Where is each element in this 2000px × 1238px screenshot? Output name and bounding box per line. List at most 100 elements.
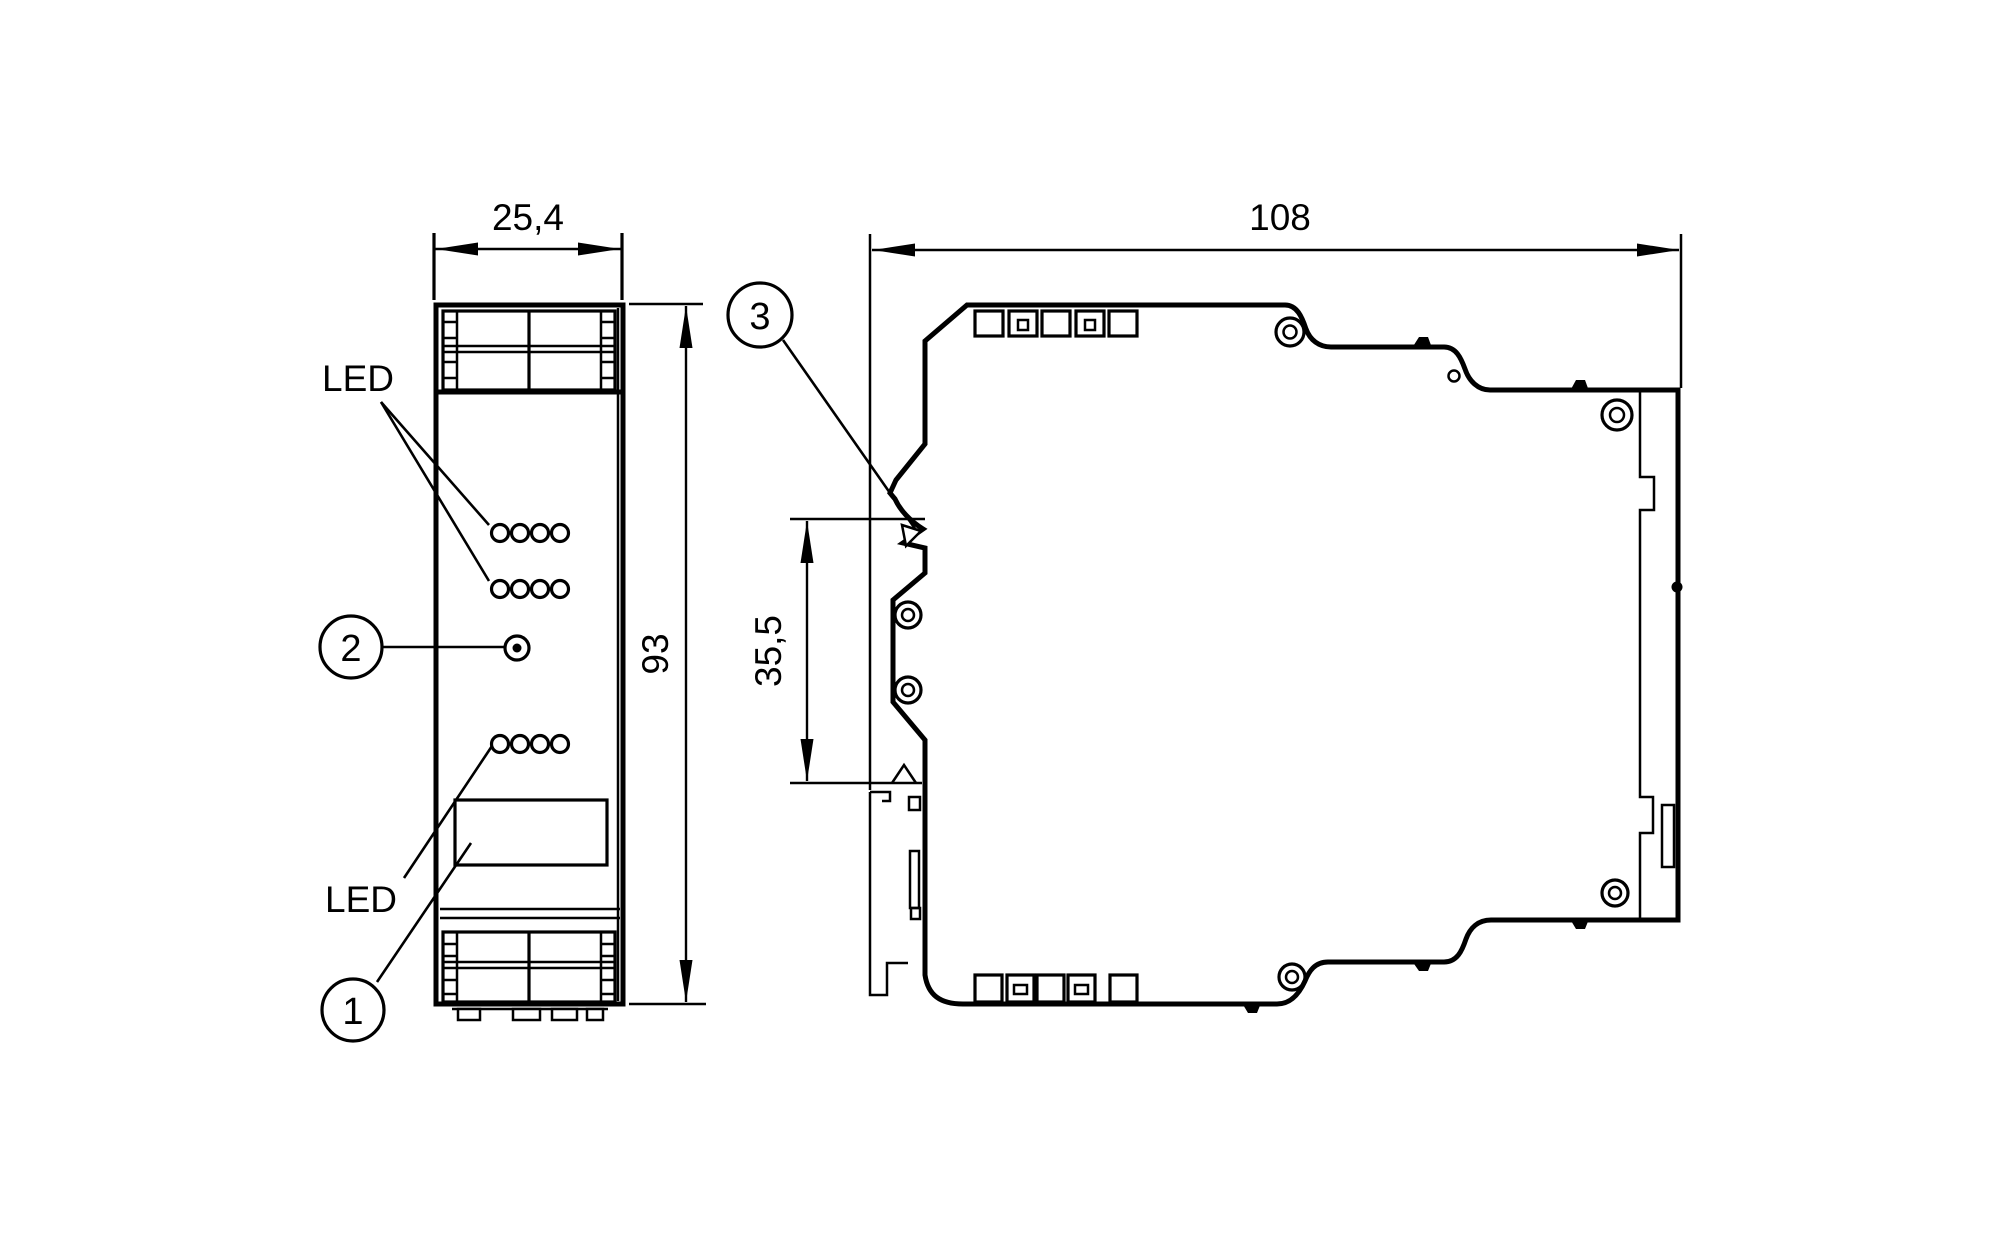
led-label-bottom: LED (325, 745, 494, 920)
arrow-right-icon (578, 242, 620, 256)
screw-icon (1284, 969, 1300, 985)
hook-icon (1412, 337, 1432, 348)
led-icon (509, 522, 531, 544)
front-feet (452, 1007, 608, 1022)
leader-line (379, 401, 491, 582)
hole-icon (1447, 369, 1461, 383)
display-window (453, 798, 609, 867)
leader-line (380, 401, 490, 526)
side-module-outline (887, 302, 1681, 1007)
front-view: 25,4 93 (432, 197, 706, 1022)
dimension-value: 93 (635, 633, 676, 674)
leader-line (375, 842, 473, 983)
led-row-3 (489, 733, 571, 755)
slot-mark (1083, 318, 1097, 332)
led-icon (529, 522, 551, 544)
side-bottom-terminal-slots (973, 973, 1139, 1004)
pushbutton-outer (503, 634, 531, 662)
din-rail-clip (868, 762, 922, 997)
led-icon (549, 578, 571, 600)
screw-icon (893, 600, 923, 630)
callout-circle (726, 281, 794, 349)
callout-2: 2 (318, 614, 504, 680)
led-label-top: LED (322, 358, 491, 582)
foot (550, 1007, 579, 1022)
callout-number: 3 (749, 296, 770, 338)
dimension-value: 108 (1249, 197, 1311, 238)
led-icon (489, 733, 511, 755)
callout-circle (320, 977, 386, 1043)
side-inner-lines (1638, 392, 1676, 918)
arrow-down-icon (679, 960, 693, 1002)
screw-icon (900, 607, 916, 623)
inner-tab (1660, 803, 1676, 869)
screw-icon (1608, 406, 1626, 424)
led-label: LED (322, 358, 394, 399)
snap-hooks (1242, 337, 1589, 1013)
screw-icon (1600, 398, 1634, 432)
terminal-slot (1074, 309, 1106, 338)
callout-number: 1 (342, 991, 363, 1033)
terminal-slot (1007, 309, 1039, 338)
callout-1: 1 (320, 842, 473, 1043)
led-label: LED (325, 879, 397, 920)
front-bottom-terminal-block (440, 907, 620, 1004)
led-row-2 (489, 578, 571, 600)
hook-icon (1412, 961, 1432, 971)
terminal-slot (1107, 309, 1139, 338)
leader-line (402, 745, 494, 879)
terminal-ticks (443, 942, 615, 996)
front-module-outline (433, 302, 626, 1007)
foot (511, 1007, 542, 1022)
screw-icon (1600, 878, 1630, 908)
callout-number: 2 (340, 628, 361, 670)
terminal-slot (1040, 309, 1072, 338)
screw-icon (893, 675, 923, 705)
front-top-terminal-block (436, 309, 623, 395)
clip-detail (908, 849, 921, 910)
arrow-up-icon (679, 306, 693, 348)
dimension-din-offset: 35,5 (748, 517, 925, 785)
dimension-front-height: 93 (629, 302, 706, 1006)
led-icon (549, 522, 571, 544)
arrow-left-icon (436, 242, 478, 256)
screw-icon (1282, 324, 1298, 340)
arrow-right-icon (1637, 243, 1679, 257)
pin-icon (1671, 581, 1683, 593)
led-icon (529, 578, 551, 600)
terminal-slot (1005, 973, 1036, 1004)
arrow-down-icon (800, 739, 814, 781)
led-icon (489, 522, 511, 544)
hook-icon (1570, 380, 1589, 391)
pushbutton (503, 634, 531, 662)
pushbutton-dot (512, 643, 522, 653)
terminal-slot (973, 973, 1004, 1004)
terminal-slot (1035, 973, 1066, 1004)
clip-detail (909, 906, 922, 921)
side-top-terminal-slots (973, 309, 1139, 338)
terminal-slot (973, 309, 1005, 338)
clip-detail (907, 795, 922, 812)
screw-icon (1607, 885, 1623, 901)
terminal-slot (1108, 973, 1139, 1004)
terminal-ticks (443, 320, 615, 380)
dimension-value: 35,5 (748, 615, 789, 687)
clip-outline (868, 792, 908, 997)
side-view: 108 35,5 (748, 197, 1683, 1013)
dimension-side-width: 108 (868, 197, 1683, 790)
hook-icon (1242, 1003, 1261, 1013)
dimension-front-width: 25,4 (432, 197, 624, 300)
led-icon (549, 733, 571, 755)
slot-mark (1073, 983, 1090, 996)
screw-icon (1277, 962, 1307, 992)
terminal-slot (1066, 973, 1097, 1004)
arrow-left-icon (873, 243, 915, 257)
foot (585, 1007, 605, 1022)
led-icon (489, 578, 511, 600)
slot-mark (1016, 318, 1030, 332)
hook-icon (1570, 919, 1589, 929)
inner-panel-line (1638, 392, 1656, 918)
led-icon (509, 733, 531, 755)
